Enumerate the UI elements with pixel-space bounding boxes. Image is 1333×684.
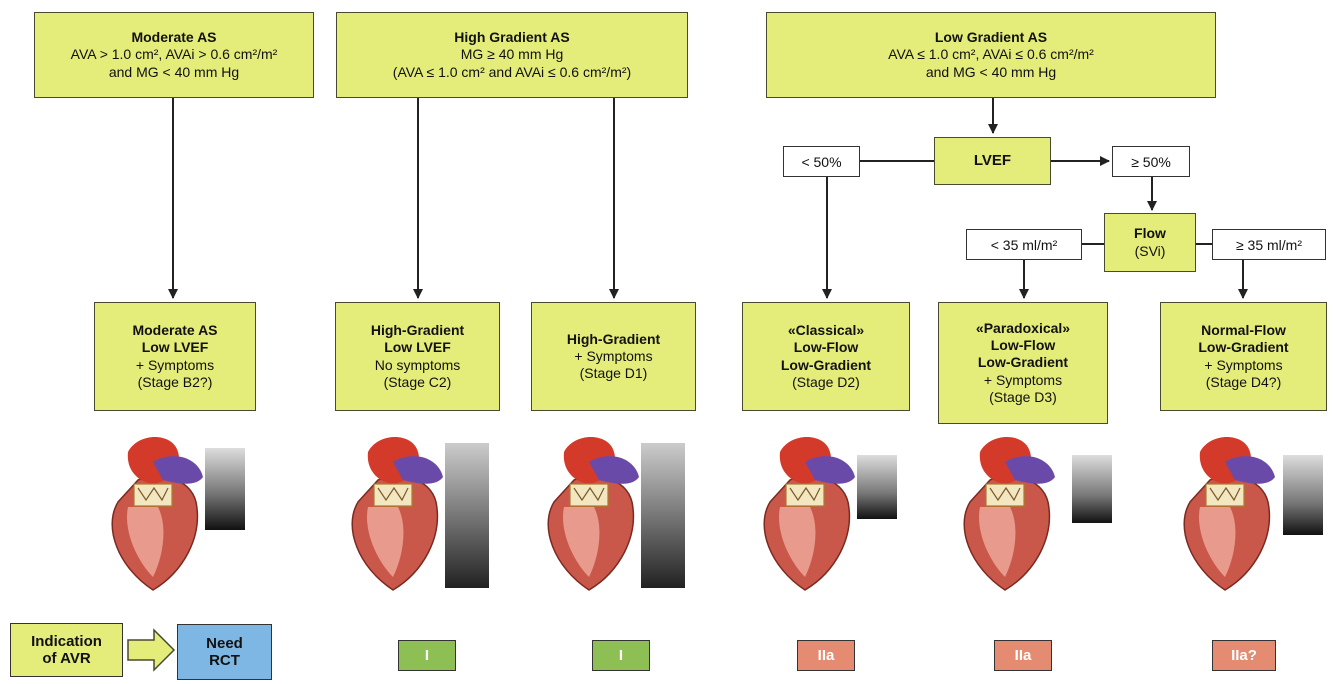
lvef-low-branch: < 50% bbox=[783, 146, 860, 177]
stage-line: Normal-Flow bbox=[1201, 322, 1286, 339]
stage-line: «Classical» bbox=[787, 322, 865, 339]
branch-label: < 50% bbox=[801, 153, 842, 170]
category-low-gradient-as: Low Gradient AS AVA ≤ 1.0 cm², AVAi ≤ 0.… bbox=[766, 12, 1216, 98]
right-arrow-icon bbox=[127, 628, 176, 672]
stage-line: High-Gradient bbox=[370, 322, 465, 339]
stage-box-d2: «Classical» Low-Flow Low-Gradient (Stage… bbox=[742, 302, 910, 411]
category-criteria: (AVA ≤ 1.0 cm² and AVAi ≤ 0.6 cm²/m²) bbox=[392, 63, 632, 80]
heart-illustration-icon bbox=[111, 437, 203, 591]
stage-line: (Stage D4?) bbox=[1205, 373, 1282, 390]
svi-high-branch: ≥ 35 ml/m² bbox=[1212, 229, 1326, 260]
recommendation-label: I bbox=[618, 647, 624, 664]
stage-box-d4: Normal-Flow Low-Gradient + Symptoms (Sta… bbox=[1160, 302, 1327, 411]
branch-label: ≥ 35 ml/m² bbox=[1235, 236, 1303, 253]
flow-subtitle: (SVi) bbox=[1134, 242, 1166, 259]
recommendation-label: I bbox=[424, 647, 430, 664]
stage-box-b2: Moderate AS Low LVEF + Symptoms (Stage B… bbox=[94, 302, 256, 411]
heart-illustration-icon bbox=[351, 437, 443, 591]
recommendation-badge-c2: I bbox=[398, 640, 456, 671]
stage-box-d1: High-Gradient + Symptoms (Stage D1) bbox=[531, 302, 696, 411]
doppler-echo-image bbox=[857, 455, 897, 519]
category-moderate-as: Moderate AS AVA > 1.0 cm², AVAi > 0.6 cm… bbox=[34, 12, 314, 98]
lvef-node: LVEF bbox=[934, 137, 1051, 185]
recommendation-label: IIa? bbox=[1231, 647, 1257, 664]
category-title: Moderate AS bbox=[131, 29, 217, 46]
stage-box-d3: «Paradoxical» Low-Flow Low-Gradient + Sy… bbox=[938, 302, 1108, 424]
lvef-label: LVEF bbox=[973, 151, 1012, 169]
legend-label: RCT bbox=[209, 652, 240, 669]
stage-line: Low LVEF bbox=[384, 339, 451, 356]
flow-node: Flow (SVi) bbox=[1104, 213, 1196, 272]
stage-line: Low-Gradient bbox=[780, 356, 872, 373]
stage-line: (Stage B2?) bbox=[137, 373, 213, 390]
legend-label: Indication bbox=[31, 632, 102, 650]
stage-line: Low-Gradient bbox=[977, 354, 1069, 371]
recommendation-badge-d2: IIa bbox=[797, 640, 855, 671]
flow-title: Flow bbox=[1134, 225, 1166, 242]
doppler-echo-image bbox=[1283, 455, 1323, 535]
stage-line: No symptoms bbox=[374, 356, 461, 373]
need-rct-box: Need RCT bbox=[177, 624, 272, 680]
lvef-high-branch: ≥ 50% bbox=[1112, 146, 1190, 177]
stage-line: (Stage D1) bbox=[579, 365, 648, 382]
legend-label: of AVR bbox=[42, 650, 91, 667]
recommendation-badge-d3: IIa bbox=[994, 640, 1052, 671]
doppler-echo-image bbox=[205, 448, 245, 530]
legend-indication-box: Indication of AVR bbox=[10, 623, 123, 677]
stage-line: (Stage D3) bbox=[989, 388, 1057, 405]
legend-label: Need bbox=[206, 634, 243, 652]
category-criteria: AVA ≤ 1.0 cm², AVAi ≤ 0.6 cm²/m² bbox=[888, 46, 1094, 63]
stage-line: Low-Gradient bbox=[1198, 339, 1289, 356]
stage-line: Low-Flow bbox=[793, 339, 859, 356]
heart-illustration-icon bbox=[1183, 437, 1275, 591]
category-title: Low Gradient AS bbox=[934, 29, 1048, 46]
category-criteria: MG ≥ 40 mm Hg bbox=[460, 46, 564, 63]
category-criteria: and MG < 40 mm Hg bbox=[925, 63, 1057, 80]
stage-box-c2: High-Gradient Low LVEF No symptoms (Stag… bbox=[335, 302, 500, 411]
category-title: High Gradient AS bbox=[454, 29, 570, 46]
stage-line: (Stage C2) bbox=[383, 373, 452, 390]
branch-label: < 35 ml/m² bbox=[990, 236, 1058, 253]
category-high-gradient-as: High Gradient AS MG ≥ 40 mm Hg (AVA ≤ 1.… bbox=[336, 12, 688, 98]
recommendation-badge-d1: I bbox=[592, 640, 650, 671]
recommendation-label: IIa bbox=[817, 647, 835, 664]
recommendation-badge-d4: IIa? bbox=[1212, 640, 1276, 671]
stage-line: Low LVEF bbox=[141, 339, 209, 356]
stage-line: Low-Flow bbox=[990, 337, 1056, 354]
stage-line: + Symptoms bbox=[1204, 356, 1283, 373]
doppler-echo-image bbox=[445, 443, 489, 588]
stage-line: Moderate AS bbox=[132, 322, 218, 339]
stage-line: High-Gradient bbox=[566, 330, 661, 347]
branch-label: ≥ 50% bbox=[1131, 153, 1171, 170]
stage-line: + Symptoms bbox=[983, 371, 1063, 388]
doppler-echo-image bbox=[1072, 455, 1112, 523]
category-criteria: and MG < 40 mm Hg bbox=[108, 63, 240, 80]
category-criteria: AVA > 1.0 cm², AVAi > 0.6 cm²/m² bbox=[70, 46, 278, 63]
heart-illustration-icon bbox=[963, 437, 1055, 591]
heart-illustration-icon bbox=[763, 437, 855, 591]
stage-line: + Symptoms bbox=[135, 356, 215, 373]
svi-low-branch: < 35 ml/m² bbox=[966, 229, 1082, 260]
heart-illustration-icon bbox=[547, 437, 639, 591]
stage-line: + Symptoms bbox=[574, 347, 653, 364]
stage-line: «Paradoxical» bbox=[975, 320, 1071, 337]
recommendation-label: IIa bbox=[1014, 647, 1032, 664]
stage-line: (Stage D2) bbox=[792, 373, 860, 390]
doppler-echo-image bbox=[641, 443, 685, 588]
